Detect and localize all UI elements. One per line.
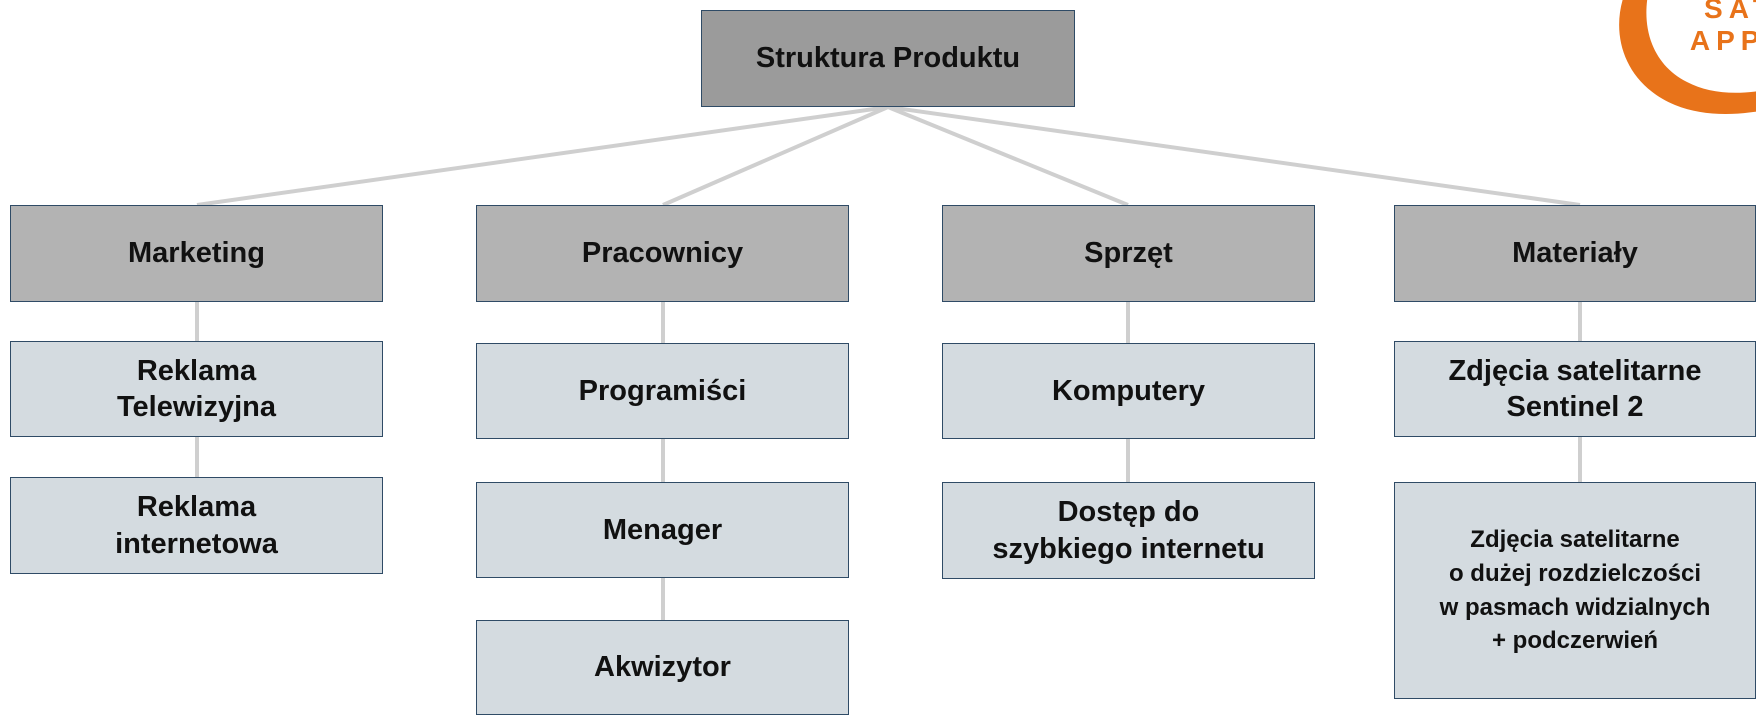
- item-komputery: Komputery: [942, 343, 1315, 439]
- category-sprzet: Sprzęt: [942, 205, 1315, 302]
- item-programisci: Programiści: [476, 343, 849, 439]
- item-reklama-telewizyjna: Reklama Telewizyjna: [10, 341, 383, 437]
- logo-text-apps: APPS: [1690, 25, 1756, 56]
- item-zdjecia-wysoka-rozdzielczosc: Zdjęcia satelitarne o dużej rozdzielczoś…: [1394, 482, 1756, 699]
- item-sentinel-2: Zdjęcia satelitarne Sentinel 2: [1394, 341, 1756, 437]
- connector-root-pracownicy: [662, 105, 889, 207]
- category-pracownicy: Pracownicy: [476, 205, 849, 302]
- root-node: Struktura Produktu: [701, 10, 1075, 107]
- category-marketing: Marketing: [10, 205, 383, 302]
- satapps-logo: SAT APPS: [1619, 0, 1756, 115]
- logo-text-sat: SAT: [1704, 0, 1756, 24]
- connector-root-sprzet: [887, 105, 1129, 207]
- connector-root-marketing: [196, 105, 889, 207]
- item-dostep-do-internetu: Dostęp do szybkiego internetu: [942, 482, 1315, 579]
- item-menager: Menager: [476, 482, 849, 578]
- connector-root-materialy: [887, 105, 1581, 207]
- category-materialy: Materiały: [1394, 205, 1756, 302]
- logo-orange-arc: [1619, 0, 1756, 115]
- item-akwizytor: Akwizytor: [476, 620, 849, 715]
- item-reklama-internetowa: Reklama internetowa: [10, 477, 383, 574]
